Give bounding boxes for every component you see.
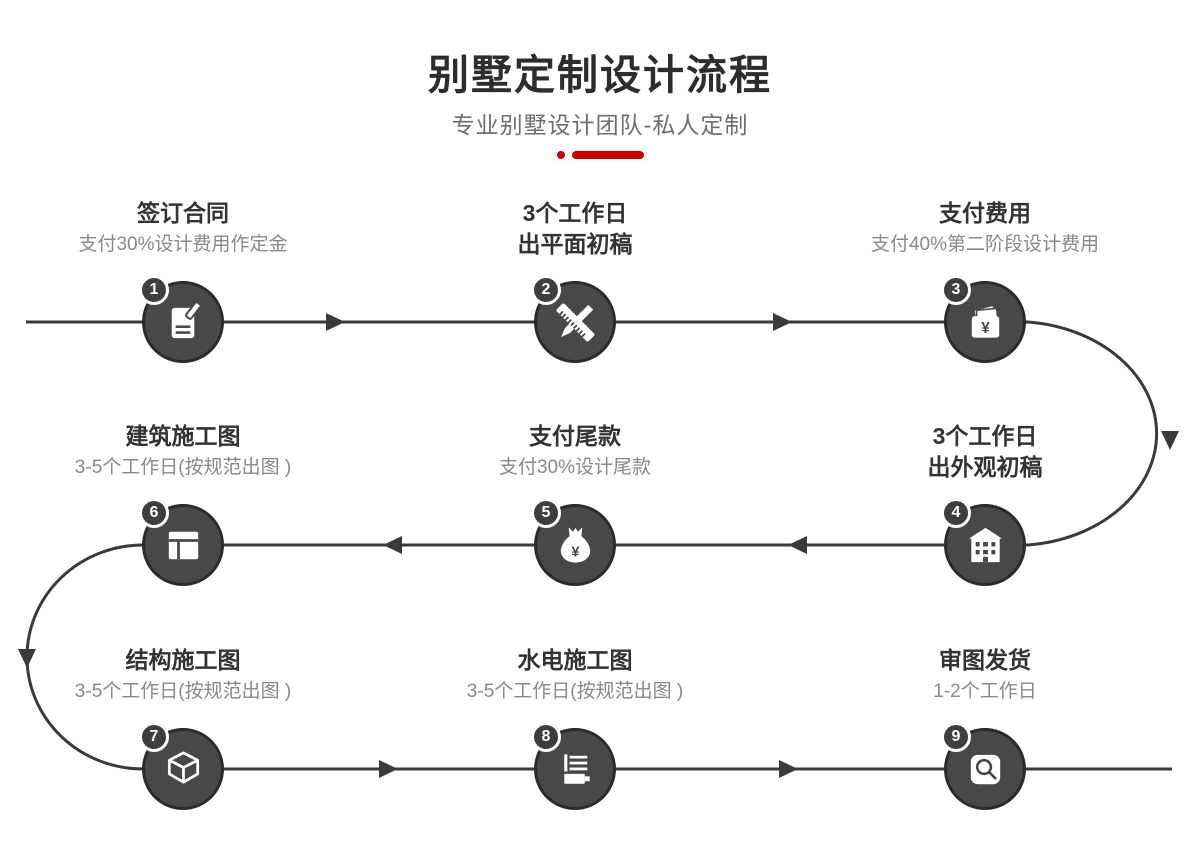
step-title: 支付费用 — [939, 200, 1031, 226]
arrow-down-left-curve — [18, 649, 36, 668]
step-title: 3个工作日 — [522, 200, 628, 226]
step-4-exterior-draft: 3个工作日 出外观初稿 4 — [815, 421, 1155, 586]
right-curve — [1027, 320, 1159, 547]
step-subtitle: 1-2个工作日 — [933, 681, 1037, 702]
step-circle: 1 — [139, 275, 224, 363]
step-title: 支付尾款 — [529, 423, 621, 449]
step-number-badge: 9 — [941, 722, 971, 752]
ruler-pencil-icon — [556, 303, 594, 341]
step-title: 结构施工图 — [125, 647, 241, 673]
money-bag-icon: ¥ — [560, 526, 590, 563]
step-number-badge: 7 — [139, 722, 169, 752]
step-circle: 3 ¥ — [941, 275, 1026, 363]
pipes-icon — [563, 753, 590, 784]
step-circle: 5 ¥ — [531, 498, 616, 586]
arrow-left-1 — [383, 536, 402, 554]
building-icon — [968, 527, 1002, 562]
step-circle: 2 — [531, 275, 616, 363]
step-circle: 6 — [139, 498, 224, 586]
step-subtitle: 出平面初稿 — [517, 231, 633, 257]
step-subtitle: 3-5个工作日(按规范出图 ) — [74, 681, 292, 702]
step-9-review-and-ship: 审图发货 1-2个工作日 9 — [815, 645, 1155, 810]
arrow-right-1 — [326, 313, 345, 331]
step-circle: 9 — [941, 722, 1026, 810]
step-circle: 8 — [531, 722, 616, 810]
blueprint-grid-icon — [168, 531, 198, 559]
svg-text:¥: ¥ — [571, 544, 580, 560]
arrow-right-3 — [379, 760, 398, 778]
step-number-badge: 1 — [139, 275, 169, 305]
step-number-badge: 2 — [531, 275, 561, 305]
cube-icon — [167, 750, 199, 784]
step-5-pay-balance: 支付尾款 支付30%设计尾款 5 ¥ — [405, 421, 745, 586]
step-number-badge: 5 — [531, 498, 561, 528]
step-number-badge: 6 — [139, 498, 169, 528]
arrow-right-2 — [773, 313, 792, 331]
step-subtitle: 支付30%设计尾款 — [498, 457, 652, 478]
divider-bar — [571, 151, 644, 159]
header: 别墅定制设计流程 专业别墅设计团队-私人定制 — [0, 52, 1200, 159]
arrow-left-2 — [788, 536, 807, 554]
step-title: 3个工作日 — [932, 423, 1038, 449]
step-2-floorplan-draft: 3个工作日 出平面初稿 2 — [405, 198, 745, 363]
step-number-badge: 3 — [941, 275, 971, 305]
svg-text:¥: ¥ — [981, 319, 990, 336]
step-1-sign-contract: 签订合同 支付30%设计费用作定金 1 — [13, 198, 353, 363]
step-circle: 4 — [941, 498, 1026, 586]
step-title: 审图发货 — [939, 647, 1031, 673]
step-subtitle: 支付30%设计费用作定金 — [78, 234, 288, 255]
step-title: 水电施工图 — [517, 647, 633, 673]
step-6-architectural-drawings: 建筑施工图 3-5个工作日(按规范出图 ) 6 — [13, 421, 353, 586]
page-title: 别墅定制设计流程 — [428, 52, 772, 98]
red-divider — [0, 151, 1200, 159]
step-circle: 7 — [139, 722, 224, 810]
step-subtitle: 支付40%第二阶段设计费用 — [870, 234, 1100, 255]
wallet-icon: ¥ — [971, 304, 999, 338]
step-number-badge: 4 — [941, 498, 971, 528]
step-subtitle: 3-5个工作日(按规范出图 ) — [466, 681, 684, 702]
arrow-right-4 — [779, 760, 798, 778]
step-7-structural-drawings: 结构施工图 3-5个工作日(按规范出图 ) 7 — [13, 645, 353, 810]
step-title: 建筑施工图 — [125, 423, 241, 449]
step-number-badge: 8 — [531, 722, 561, 752]
magnifier-icon — [970, 754, 1000, 784]
divider-dot — [556, 151, 565, 159]
contract-icon — [171, 300, 202, 338]
step-title: 签订合同 — [137, 200, 229, 226]
step-3-pay-fee: 支付费用 支付40%第二阶段设计费用 3 ¥ — [815, 198, 1155, 363]
page-subtitle: 专业别墅设计团队-私人定制 — [451, 112, 749, 138]
step-subtitle: 出外观初稿 — [927, 454, 1043, 480]
step-8-mep-drawings: 水电施工图 3-5个工作日(按规范出图 ) 8 — [405, 645, 745, 810]
step-subtitle: 3-5个工作日(按规范出图 ) — [74, 457, 292, 478]
arrow-down-right-curve — [1161, 431, 1179, 450]
